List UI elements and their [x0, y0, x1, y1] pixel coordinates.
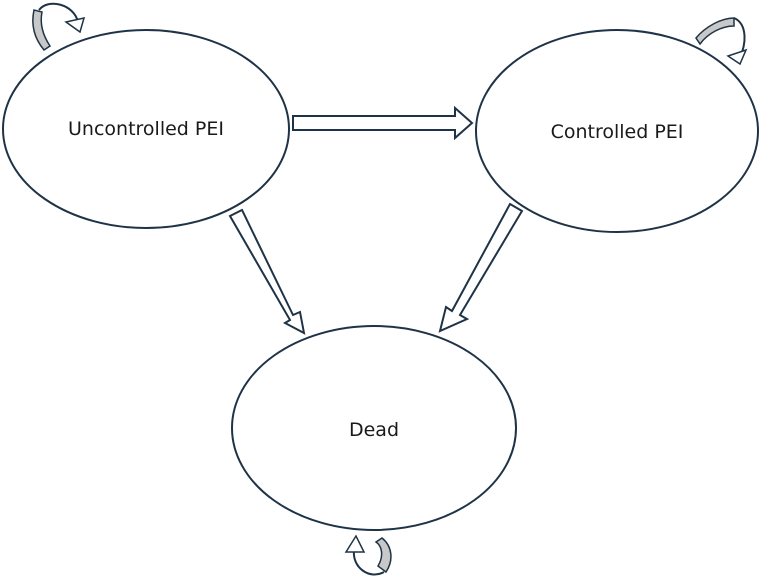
state-label-dead: Dead	[349, 419, 399, 441]
state-label-controlled: Controlled PEI	[551, 121, 684, 143]
self-loop-controlled-icon	[695, 17, 748, 66]
self-loop-uncontrolled-icon	[32, 2, 86, 51]
arrow-uncontrolled-to-controlled-icon	[292, 105, 474, 141]
state-label-uncontrolled: Uncontrolled PEI	[68, 118, 224, 140]
arrow-controlled-to-dead-icon	[438, 202, 524, 333]
self-loop-dead-icon	[344, 534, 392, 576]
arrow-uncontrolled-to-dead-icon	[228, 208, 306, 335]
state-dead: Dead	[231, 325, 517, 531]
state-controlled-pei: Controlled PEI	[475, 29, 759, 233]
state-uncontrolled-pei: Uncontrolled PEI	[2, 29, 290, 229]
